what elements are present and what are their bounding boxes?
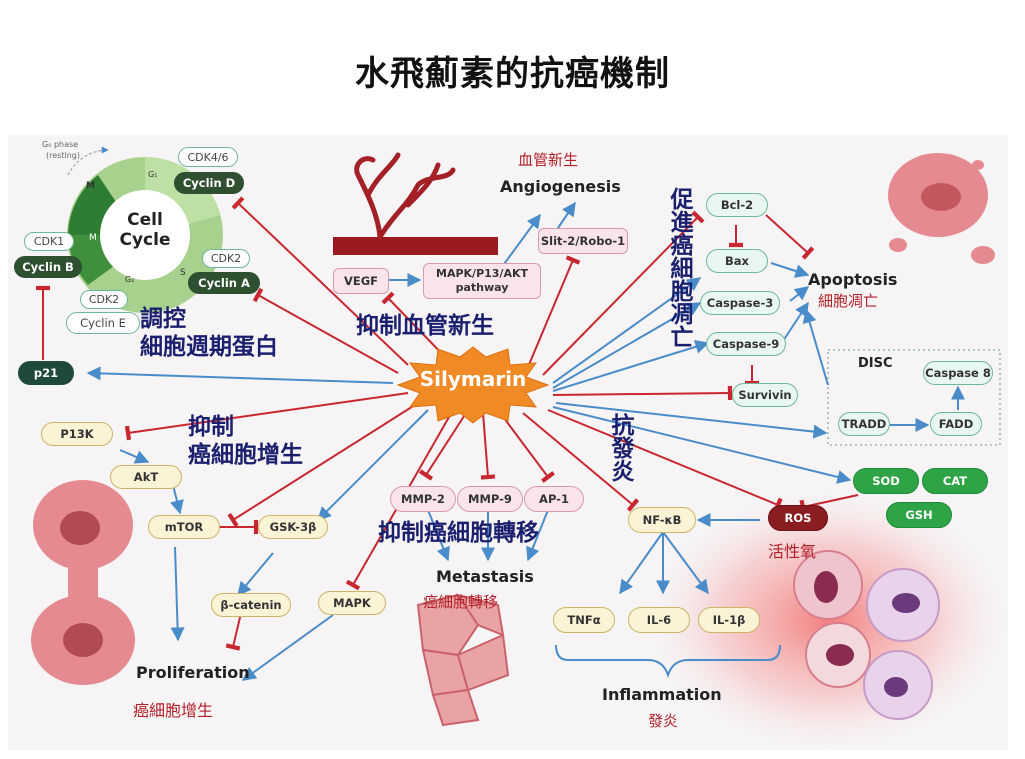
- p21-node: p21: [18, 361, 74, 385]
- sod-node: SOD: [853, 468, 919, 494]
- cdk2-a-node: CDK2: [202, 249, 250, 268]
- inhibit-angio-annotation: 抑制血管新生: [356, 313, 494, 339]
- promote-apoptosis-annotation: 促進癌細胞凋亡: [666, 187, 692, 348]
- cat-node: CAT: [922, 468, 988, 494]
- ros-node: ROS: [768, 505, 828, 531]
- phase-m: M: [89, 233, 97, 243]
- inhibit-metastasis-annotation: 抑制癌細胞轉移: [378, 520, 539, 546]
- apoptotic-nucleus: [921, 183, 961, 211]
- dividing-nucleus-top: [60, 511, 100, 545]
- silymarin-burst: [396, 346, 550, 424]
- page-title: 水飛薊素的抗癌機制: [355, 54, 670, 94]
- silymarin-label: Silymarin: [419, 367, 527, 391]
- gsh-node: GSH: [886, 502, 952, 528]
- diagram-graphics: M G₁ S G₂ M: [31, 146, 1008, 750]
- apoptosis-label: Apoptosis: [808, 270, 898, 289]
- dividing-nucleus-bottom: [63, 623, 103, 657]
- metastasis-zh-label: 癌細胞轉移: [423, 593, 499, 611]
- p13k-node: P13K: [41, 422, 113, 446]
- proliferation-zh-label: 癌細胞增生: [133, 701, 214, 720]
- mapk-node: MAPK: [318, 591, 386, 615]
- regulate-cycle-annotation: 調控 細胞週期蛋白: [140, 306, 278, 360]
- cdk1-node: CDK1: [24, 232, 74, 251]
- phase-g1-label: M: [86, 181, 95, 191]
- disc-label: DISC: [858, 356, 893, 371]
- cell-cycle-ring: [67, 146, 223, 313]
- ros-zh-label: 活性氧: [768, 542, 817, 561]
- inflammation-label: Inflammation: [602, 685, 722, 704]
- fadd-node: FADD: [930, 412, 982, 436]
- proliferation-label: Proliferation: [136, 663, 250, 682]
- pathway-diagram: M G₁ S G₂ M: [8, 135, 1008, 750]
- cyclin-d-node: Cyclin D: [174, 172, 244, 194]
- phase-s: S: [180, 268, 186, 278]
- cyclin-a-node: Cyclin A: [188, 272, 260, 294]
- caspase9-node: Caspase-9: [706, 332, 786, 356]
- angiogenesis-zh-label: 血管新生: [518, 151, 579, 169]
- inflammation-zh-label: 發炎: [648, 712, 679, 730]
- mmp9-node: MMP-9: [457, 486, 523, 512]
- tradd-node: TRADD: [838, 412, 890, 436]
- mmp2-node: MMP-2: [390, 486, 456, 512]
- il1b-node: IL-1β: [698, 607, 760, 633]
- akt-node: AkT: [110, 465, 182, 489]
- phase-g1: G₁: [148, 170, 157, 179]
- cyclin-e-node: Cyclin E: [66, 312, 140, 334]
- survivin-node: Survivin: [732, 383, 798, 407]
- g0-resting-label: (resting): [46, 151, 80, 160]
- phase-g2: G₂: [125, 275, 134, 284]
- nfkb-node: NF-κB: [628, 507, 696, 533]
- disc-box: [827, 349, 1001, 446]
- vegf-node: VEGF: [333, 268, 389, 294]
- immune-cells-illustration: [793, 550, 940, 720]
- caspase8-node: Caspase 8: [923, 361, 993, 385]
- cdk46-node: CDK4/6: [178, 147, 238, 167]
- mapk-pathway-node: MAPK/P13/AKT pathway: [423, 263, 541, 299]
- inhibition-edges: [124, 196, 783, 591]
- metastasis-label: Metastasis: [436, 567, 534, 586]
- bax-node: Bax: [706, 249, 768, 273]
- b-catenin-node: β-catenin: [211, 593, 291, 617]
- bcl2-node: Bcl-2: [706, 193, 768, 217]
- slit-robo-node: Slit-2/Robo-1: [538, 228, 628, 254]
- vessel-illustration: [333, 152, 498, 255]
- caspase3-node: Caspase-3: [700, 291, 780, 315]
- metastasis-cells-illustration: [416, 593, 510, 727]
- gsk3b-node: GSK-3β: [258, 515, 328, 539]
- angiogenesis-label: Angiogenesis: [500, 177, 621, 196]
- apoptosis-zh-label: 細胞凋亡: [818, 292, 879, 310]
- il6-node: IL-6: [628, 607, 690, 633]
- mtor-node: mTOR: [148, 515, 220, 539]
- anti-inflammation-annotation: 抗發炎: [607, 413, 633, 482]
- ap1-node: AP-1: [524, 486, 584, 512]
- g0-phase-label: G₀ phase: [42, 140, 79, 149]
- activation-edges: [86, 201, 965, 681]
- tnfa-node: TNFα: [553, 607, 615, 633]
- cyclin-b-node: Cyclin B: [14, 256, 82, 278]
- cdk2-e-node: CDK2: [80, 290, 128, 309]
- inhibit-prolif-annotation: 抑制 癌細胞增生: [188, 414, 303, 468]
- inflammation-brace: [555, 644, 781, 679]
